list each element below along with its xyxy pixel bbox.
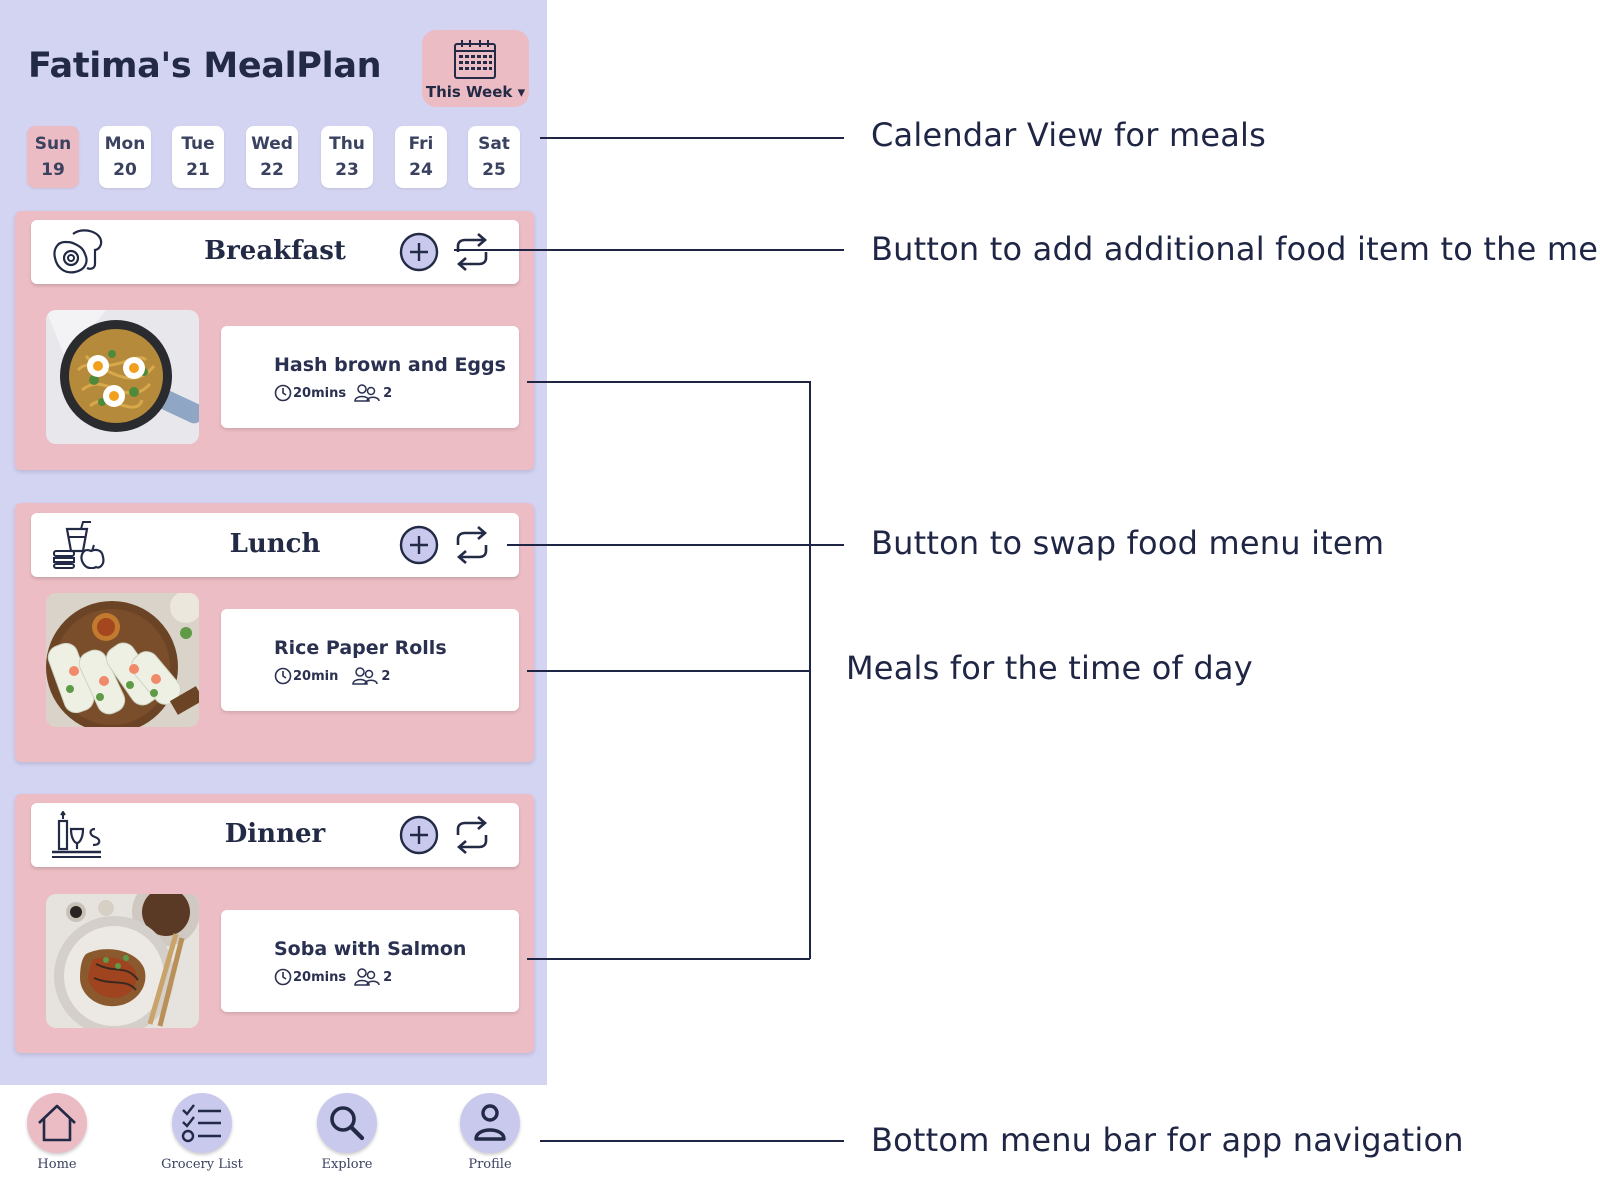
swap-annotation-line xyxy=(507,544,844,546)
add-annotation: Button to add additional food item to th… xyxy=(871,230,1600,268)
meals-annotation-bracket-bottom xyxy=(527,958,810,960)
day-sun[interactable]: Sun 19 xyxy=(27,126,79,188)
this-week-label: This Week ▾ xyxy=(425,83,526,101)
swap-food-button[interactable] xyxy=(454,525,490,565)
page-title: Fatima's MealPlan xyxy=(28,46,382,86)
meals-annotation-bracket-top xyxy=(527,381,810,383)
profile-icon xyxy=(474,1104,506,1141)
dinner-section: Dinner xyxy=(15,794,534,1053)
meals-annotation: Meals for the time of day xyxy=(846,649,1253,687)
meal-meta: 20min 2 xyxy=(274,667,390,685)
clock-icon xyxy=(274,384,292,402)
breakfast-icon xyxy=(53,229,103,274)
meal-photo[interactable] xyxy=(46,894,199,1028)
day-thu[interactable]: Thu 23 xyxy=(321,126,373,188)
swap-food-button[interactable] xyxy=(454,232,490,272)
servings: 2 xyxy=(381,668,391,684)
day-mon[interactable]: Mon 20 xyxy=(99,126,151,188)
day-name: Sat xyxy=(478,134,510,154)
swap-food-button[interactable] xyxy=(454,815,490,855)
prep-time: 20mins xyxy=(293,969,347,985)
prep-time: 20mins xyxy=(293,385,347,401)
add-food-button[interactable] xyxy=(399,525,439,565)
servings-icon xyxy=(354,968,380,986)
day-date: 19 xyxy=(41,160,65,180)
meal-name: Hash brown and Eggs xyxy=(274,354,506,376)
lunch-icon xyxy=(53,521,105,569)
meal-photo[interactable] xyxy=(46,593,199,727)
home-icon xyxy=(38,1104,76,1142)
day-date: 24 xyxy=(409,160,433,180)
meal-photo[interactable] xyxy=(46,310,199,444)
calendar-annotation-line xyxy=(540,137,844,139)
meal-name: Rice Paper Rolls xyxy=(274,637,447,659)
clock-icon xyxy=(274,968,292,986)
day-name: Tue xyxy=(181,134,215,154)
day-name: Fri xyxy=(408,134,434,154)
add-food-button[interactable] xyxy=(399,815,439,855)
calendar-annotation: Calendar View for meals xyxy=(871,116,1266,154)
meal-card[interactable]: Hash brown and Eggs 20mins 2 xyxy=(221,326,519,428)
servings-icon xyxy=(354,384,380,402)
lunch-section: Lunch xyxy=(15,503,534,762)
dinner-header: Dinner xyxy=(31,803,519,867)
meals-annotation-bracket-vertical xyxy=(809,381,811,959)
day-fri[interactable]: Fri 24 xyxy=(395,126,447,188)
breakfast-header: Breakfast xyxy=(31,220,519,284)
swap-annotation: Button to swap food menu item xyxy=(871,524,1385,562)
meal-meta: 20mins 2 xyxy=(274,384,392,402)
nav-profile[interactable]: Profile xyxy=(435,1093,545,1172)
prep-time: 20min xyxy=(293,668,339,684)
day-name: Wed xyxy=(251,134,293,154)
day-date: 25 xyxy=(482,160,506,180)
grocery-list-icon xyxy=(181,1104,221,1143)
meal-plan-app: Fatima's MealPlan This Week ▾ Sun 19 Mon… xyxy=(0,0,547,1085)
day-date: 21 xyxy=(186,160,210,180)
meal-name: Soba with Salmon xyxy=(274,938,467,960)
servings-icon xyxy=(352,667,379,685)
lunch-header: Lunch xyxy=(31,513,519,577)
day-name: Thu xyxy=(329,134,365,154)
dinner-icon xyxy=(52,811,101,858)
calendar-icon xyxy=(454,40,496,79)
nav-grocery-list[interactable]: Grocery List xyxy=(147,1093,257,1172)
day-tue[interactable]: Tue 21 xyxy=(172,126,224,188)
this-week-button[interactable]: This Week ▾ xyxy=(422,30,529,107)
meals-annotation-bracket-mid xyxy=(527,670,810,672)
add-food-button[interactable] xyxy=(399,232,439,272)
meal-meta: 20mins 2 xyxy=(274,968,392,986)
add-annotation-line xyxy=(454,249,844,251)
nav-explore[interactable]: Explore xyxy=(292,1093,402,1172)
search-icon xyxy=(330,1106,365,1141)
day-name: Mon xyxy=(104,134,146,154)
day-name: Sun xyxy=(34,134,72,154)
day-date: 22 xyxy=(260,160,284,180)
nav-home[interactable]: Home xyxy=(2,1093,112,1172)
nav-label: Profile xyxy=(468,1157,512,1172)
day-sat[interactable]: Sat 25 xyxy=(468,126,520,188)
nav-label: Home xyxy=(37,1157,77,1172)
bottom-nav-bar: Home Grocery List Explore xyxy=(0,1085,547,1186)
meal-card[interactable]: Rice Paper Rolls 20min 2 xyxy=(221,609,519,711)
breakfast-section: Breakfast xyxy=(15,211,534,470)
nav-label: Grocery List xyxy=(161,1157,243,1172)
bottom-menu-annotation-line xyxy=(540,1140,844,1142)
servings: 2 xyxy=(383,969,393,985)
clock-icon xyxy=(274,667,292,685)
day-date: 23 xyxy=(335,160,359,180)
nav-label: Explore xyxy=(321,1157,373,1172)
servings: 2 xyxy=(383,385,393,401)
bottom-menu-annotation: Bottom menu bar for app navigation xyxy=(871,1121,1464,1159)
meal-card[interactable]: Soba with Salmon 20mins 2 xyxy=(221,910,519,1012)
day-date: 20 xyxy=(113,160,137,180)
day-wed[interactable]: Wed 22 xyxy=(246,126,298,188)
